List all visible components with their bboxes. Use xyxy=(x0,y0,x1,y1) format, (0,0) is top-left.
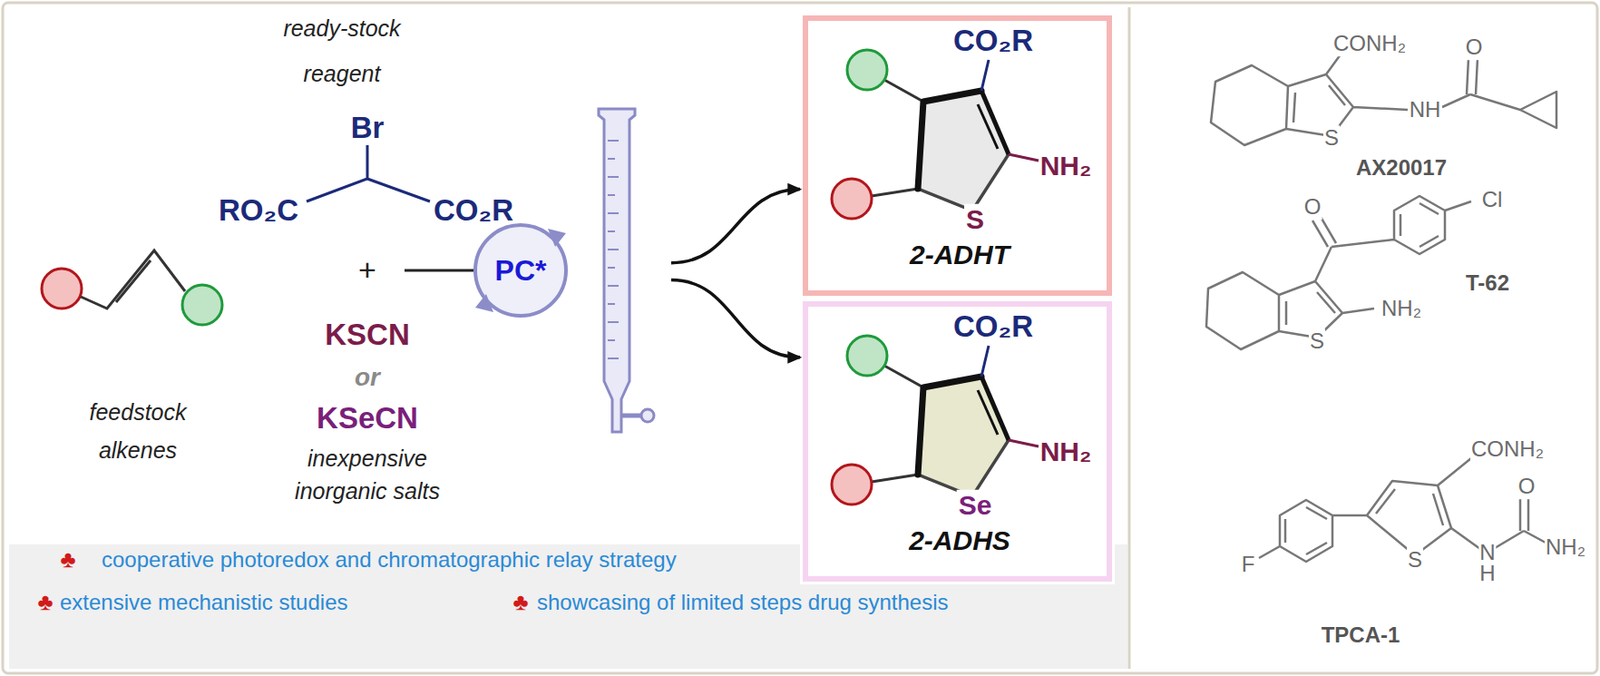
group-label: NH xyxy=(1408,97,1443,123)
feature-band: cooperative photoredox and chromatograph… xyxy=(9,544,1128,669)
divider xyxy=(1128,7,1132,669)
group-label: CONH₂ xyxy=(1470,436,1545,462)
thiophene-scaffold xyxy=(831,49,1039,219)
product-box: CO₂R NH₂ Se2-ADHS xyxy=(802,301,1113,582)
amino-group: NH₂ xyxy=(1040,150,1093,183)
atom-label: F xyxy=(1240,551,1257,577)
catalyst-label: PC* xyxy=(495,253,547,288)
alkene-bonds xyxy=(80,250,186,309)
selenophene-scaffold xyxy=(831,335,1039,505)
conjunction: or xyxy=(354,362,381,392)
atom-label: S xyxy=(1406,546,1424,573)
cycle-circle xyxy=(475,224,566,316)
reaction-arrow xyxy=(671,280,800,358)
dash xyxy=(404,269,474,273)
ester-group: RO₂C xyxy=(218,193,299,228)
ring-bonds xyxy=(831,335,1039,505)
alkene xyxy=(41,250,223,325)
stopcock-handle xyxy=(641,409,654,422)
product-box: CO₂R NH₂ S2-ADHT xyxy=(802,15,1113,296)
atom-label: Cl xyxy=(1481,186,1504,213)
ax20017-structure xyxy=(1210,54,1557,146)
salt-name: KSeCN xyxy=(316,400,419,436)
feature-text: extensive mechanistic studies xyxy=(59,589,348,615)
atom-label: O xyxy=(1464,34,1484,60)
drug-name: T-62 xyxy=(1465,270,1510,296)
substituent-red xyxy=(41,268,82,309)
stopcock xyxy=(621,413,643,419)
ester-group: CO₂R xyxy=(953,23,1034,59)
bullet-symbol: ♣ xyxy=(59,546,76,574)
drug-structures xyxy=(1206,54,1557,562)
alkene-note: feedstock alkenes xyxy=(69,392,206,469)
feature-text: showcasing of limited steps drug synthes… xyxy=(536,589,949,615)
atom-label: O xyxy=(1303,194,1323,220)
product-name: 2-ADHT xyxy=(909,239,1010,272)
plus-sign: + xyxy=(358,252,377,288)
cycle-arrowhead xyxy=(547,228,566,247)
product-name: 2-ADHS xyxy=(908,525,1011,557)
group-label: CONH₂ xyxy=(1332,30,1407,57)
photocatalyst-cycle xyxy=(475,224,566,316)
salt-name: KSCN xyxy=(324,317,410,352)
drug-name: AX20017 xyxy=(1356,155,1447,181)
atom-label: S xyxy=(1308,328,1326,354)
amino-group: NH₂ xyxy=(1040,436,1093,469)
ring-bonds xyxy=(831,49,1039,219)
drug-name: TPCA-1 xyxy=(1321,622,1401,648)
ester-group: CO₂R xyxy=(953,309,1034,344)
salt-note: inexpensive inorganic salts xyxy=(272,441,463,508)
group-label: NH₂ xyxy=(1380,295,1423,322)
atom-label: H xyxy=(1478,560,1496,586)
feature-text: cooperative photoredox and chromatograph… xyxy=(101,546,677,573)
group-label: NH₂ xyxy=(1544,534,1587,560)
atom-label: O xyxy=(1517,473,1537,499)
heteroatom: Se xyxy=(956,489,995,522)
bullet-symbol: ♣ xyxy=(37,588,53,616)
column-ticks xyxy=(607,140,619,359)
heteroatom: S xyxy=(964,204,986,236)
column-body xyxy=(598,108,635,432)
substituent-green xyxy=(182,284,223,325)
chromatography-column xyxy=(598,108,654,432)
reagent-note: ready-stock reagent xyxy=(264,5,420,97)
feature-band-ground xyxy=(9,544,1128,669)
reaction-arrow xyxy=(671,189,800,264)
malonate-bonds xyxy=(306,145,430,202)
cycle-arrowhead xyxy=(475,293,494,313)
atom-label: Br xyxy=(351,110,385,146)
photocatalyst-node: PC* xyxy=(467,101,672,445)
ester-group: CO₂R xyxy=(433,193,514,228)
tpca1-structure xyxy=(1258,458,1546,562)
t62-structure xyxy=(1206,195,1472,350)
bullet-symbol: ♣ xyxy=(512,588,528,616)
atom-label: S xyxy=(1323,125,1340,151)
